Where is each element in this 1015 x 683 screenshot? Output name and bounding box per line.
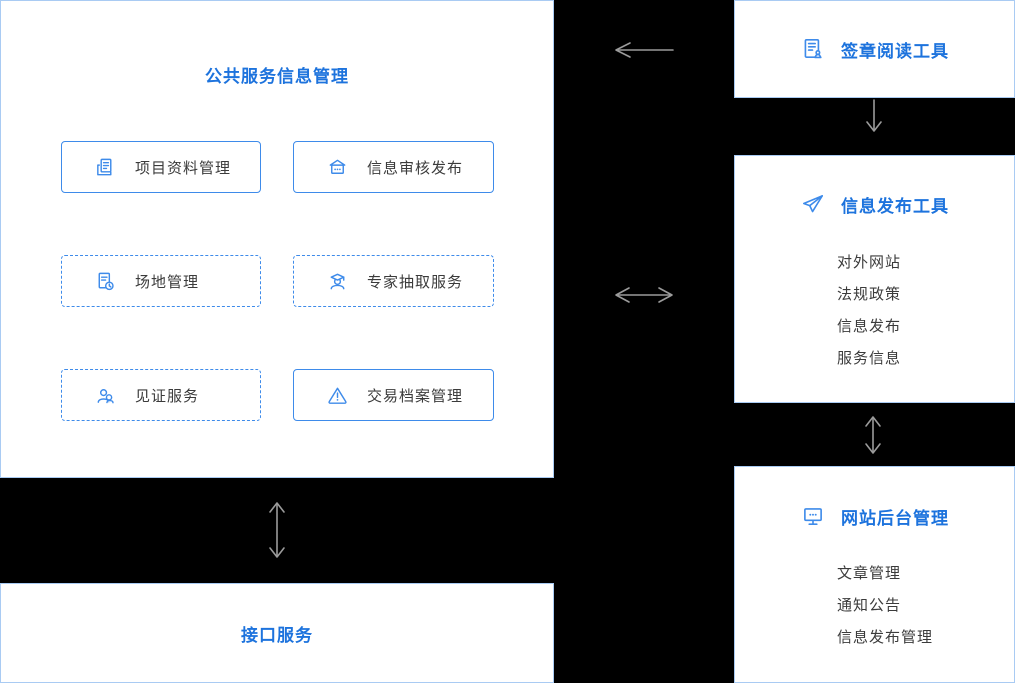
- expert-graduate-icon: [330, 273, 345, 289]
- module-label: 场地管理: [135, 272, 200, 291]
- publishing-tool-items: 对外网站 法规政策 信息发布 服务信息: [837, 246, 901, 374]
- publishing-tool-title: 信息发布工具: [841, 196, 949, 217]
- module-label: 信息审核发布: [367, 158, 464, 177]
- document-clock-icon: [98, 272, 114, 290]
- signboard-dots-icon: [329, 159, 346, 174]
- down-arrow-icon: [866, 99, 882, 132]
- public-service-panel-title: 公共服务信息管理: [205, 67, 349, 87]
- signature-tool-title: 签章阅读工具: [841, 41, 949, 62]
- warning-triangle-icon: [328, 387, 347, 404]
- horizontal-double-arrow-icon: [615, 287, 673, 303]
- signature-document-icon: [804, 38, 822, 59]
- signature-tool-panel: 签章阅读工具: [734, 0, 1015, 98]
- module-box-transaction-archive: 交易档案管理: [293, 369, 494, 421]
- backend-mgmt-panel: 网站后台管理 文章管理 通知公告 信息发布管理: [734, 466, 1015, 683]
- backend-mgmt-title: 网站后台管理: [841, 508, 949, 529]
- vertical-double-arrow-icon: [865, 416, 881, 454]
- list-item: 信息发布管理: [837, 628, 934, 646]
- module-box-venue-mgmt: 场地管理: [61, 255, 261, 307]
- module-label: 交易档案管理: [367, 386, 464, 405]
- signature-tool-title-row: 签章阅读工具: [800, 36, 949, 62]
- list-item: 文章管理: [837, 564, 902, 582]
- module-box-project-data: 项目资料管理: [61, 141, 261, 193]
- publishing-tool-title-row: 信息发布工具: [735, 191, 1014, 217]
- document-copy-icon: [97, 158, 112, 175]
- module-box-witness-service: 见证服务: [61, 369, 261, 421]
- people-icon: [97, 388, 114, 403]
- publishing-tool-panel: 信息发布工具 对外网站 法规政策 信息发布 服务信息: [734, 155, 1015, 403]
- list-item: 信息发布: [837, 317, 902, 335]
- module-box-expert-extraction: 专家抽取服务: [293, 255, 494, 307]
- list-item: 服务信息: [837, 349, 902, 367]
- backend-mgmt-items: 文章管理 通知公告 信息发布管理: [837, 557, 933, 653]
- module-label: 专家抽取服务: [367, 272, 464, 291]
- public-service-panel: 公共服务信息管理 项目资料管理 信息审核发布: [0, 0, 554, 478]
- left-arrow-icon: [615, 42, 674, 58]
- monitor-dots-icon: [804, 508, 822, 525]
- module-label: 项目资料管理: [135, 158, 232, 177]
- list-item: 通知公告: [837, 596, 902, 614]
- list-item: 法规政策: [837, 285, 902, 303]
- vertical-double-arrow-icon: [269, 502, 285, 558]
- list-item: 对外网站: [837, 253, 902, 271]
- module-box-info-review: 信息审核发布: [293, 141, 494, 193]
- paper-plane-icon: [802, 195, 824, 213]
- interface-service-title: 接口服务: [241, 625, 313, 646]
- module-label: 见证服务: [135, 386, 200, 405]
- interface-service-panel: 接口服务: [0, 583, 554, 683]
- backend-mgmt-title-row: 网站后台管理: [735, 503, 1014, 529]
